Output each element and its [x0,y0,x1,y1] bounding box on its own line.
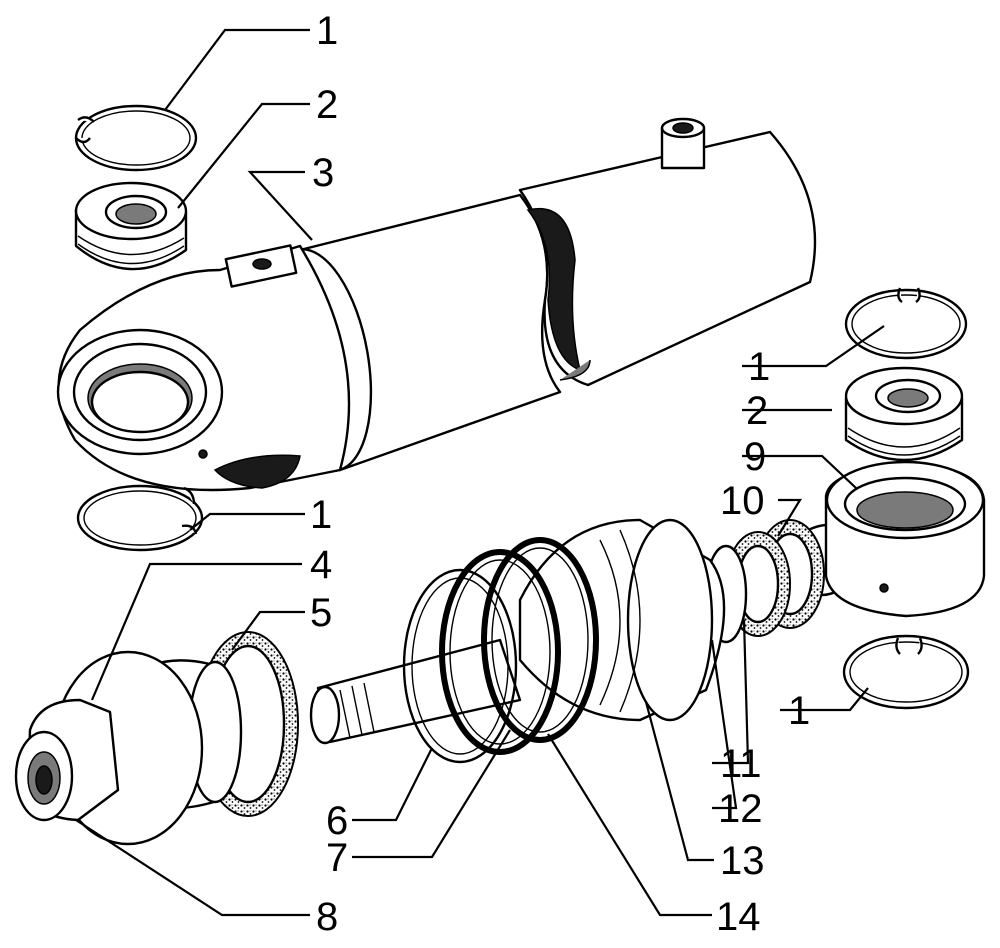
callout-9: 9 [744,435,766,479]
callout-labels: 1 2 3 1 2 9 10 1 4 5 1 11 12 6 13 7 14 8 [310,9,810,939]
callout-1b: 1 [748,345,770,389]
gland-bushing-right [844,366,964,462]
clevis-head-rear [56,244,351,492]
callout-4: 4 [310,543,332,587]
callout-8: 8 [316,895,338,939]
callout-1d: 1 [788,689,810,733]
rod-eye [806,460,986,618]
callout-13: 13 [720,839,765,883]
callout-5: 5 [310,591,332,635]
snap-ring-top-left [74,104,198,172]
callout-6: 6 [326,799,348,843]
callout-1a: 1 [316,9,338,53]
callout-2b: 2 [746,389,768,433]
leader-lines [75,28,885,917]
snap-ring-right-lower [842,634,970,710]
snap-ring-right-upper [844,287,968,360]
gland-bushing-top-left [74,181,188,271]
callout-14: 14 [716,895,761,939]
callout-12: 12 [718,787,763,831]
gland-nut-assembly [14,631,299,846]
piston-rings [402,537,599,764]
snap-ring-bottom-left [76,484,204,552]
callout-11: 11 [720,742,762,786]
callout-1c: 1 [310,493,332,537]
piston-rod-assembly [309,518,825,745]
callout-10: 10 [720,479,765,523]
callout-3: 3 [312,151,334,195]
callout-2a: 2 [316,83,338,127]
callout-7: 7 [326,836,348,880]
